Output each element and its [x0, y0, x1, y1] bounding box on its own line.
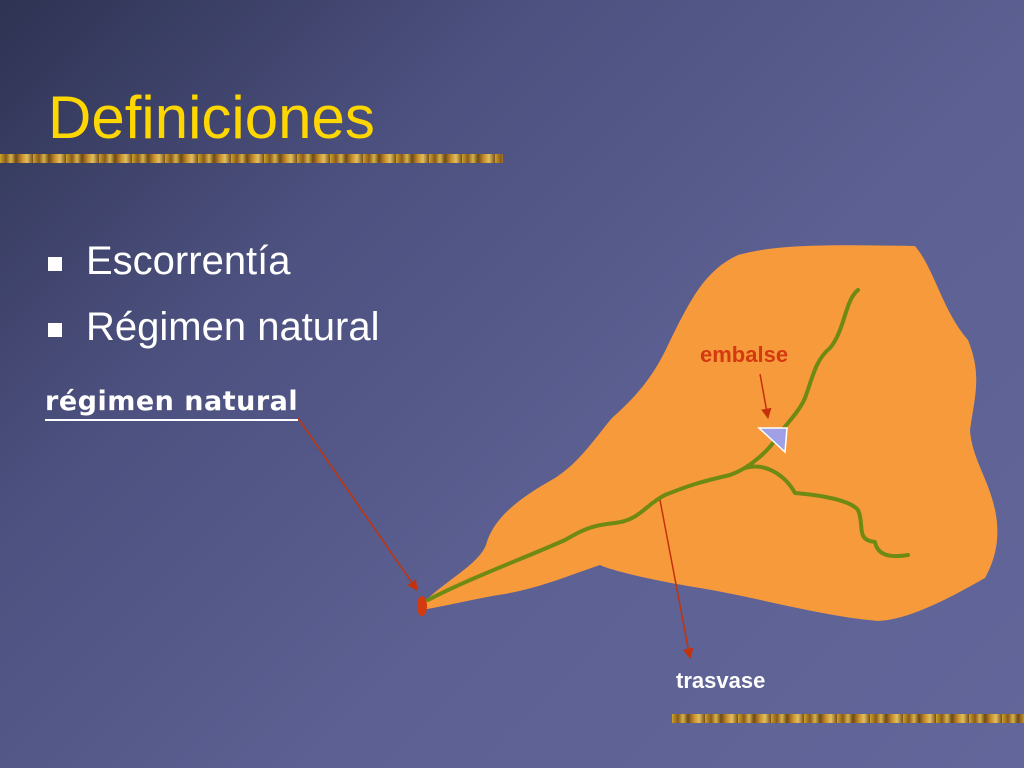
regimen-natural-label: régimen natural: [45, 386, 299, 421]
square-bullet-icon: [48, 323, 62, 337]
bottom-divider: [672, 714, 1024, 723]
river-network: [426, 288, 910, 602]
embalse-arrow: [759, 373, 772, 420]
tributary: [743, 464, 910, 559]
bullet-text: Régimen natural: [86, 304, 380, 349]
reservoir-triangle-icon: [757, 427, 788, 454]
bullet-text: Escorrentía: [86, 238, 291, 283]
slide-title: Definiciones: [48, 84, 375, 151]
bullet-item-regimen-natural: Régimen natural: [48, 294, 380, 360]
bullet-list: Escorrentía Régimen natural: [48, 228, 380, 360]
bullet-item-escorrentia: Escorrentía: [48, 228, 380, 294]
trasvase-arrow: [659, 499, 694, 660]
regimen-natural-arrow: [297, 417, 418, 591]
embalse-label: embalse: [700, 342, 789, 367]
basin-shape: [422, 245, 998, 621]
main-river: [426, 288, 860, 602]
title-divider: [0, 154, 503, 163]
outlet-point: [417, 596, 427, 616]
square-bullet-icon: [48, 257, 62, 271]
trasvase-label: trasvase: [676, 668, 766, 693]
